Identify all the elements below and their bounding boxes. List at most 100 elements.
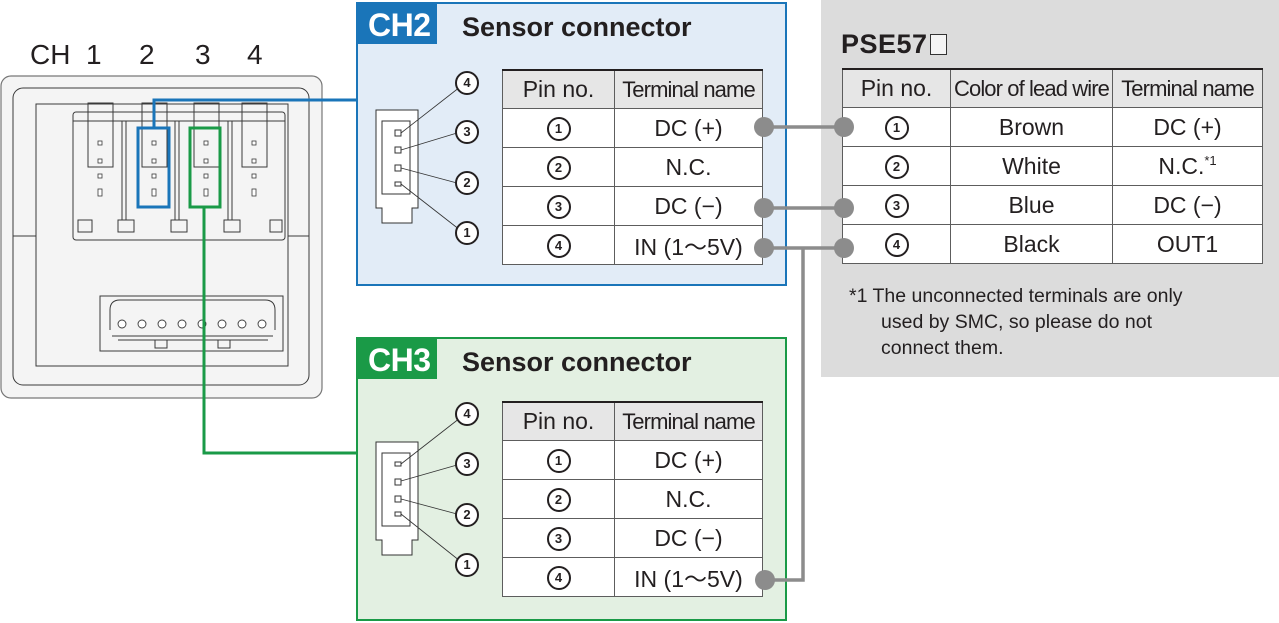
table-row: 2 N.C. [502,479,763,519]
table-row: 1 DC (+) [502,440,763,480]
lead-color-cell: White [950,146,1113,186]
table-row: 4 IN (1〜5V) [502,225,763,265]
ch3-lead-line [202,207,358,455]
terminal-dot [834,117,854,137]
socket-pin [251,188,257,197]
ch3-callout-pin-3: 3 [455,452,479,476]
table-row: 2 N.C. [502,147,763,187]
socket-pin [251,140,257,146]
header-terminal-name: Terminal name [614,401,763,441]
ch3-connector-icon [375,441,419,556]
ch3-pin-table: Pin no. Terminal name 1 DC (+) 2 N.C. 3 … [502,401,763,597]
channel-prefix-label: CH [30,39,71,70]
lower-connector-pin [177,319,187,329]
ch2-pin-callout-lines [400,86,461,231]
pin-number-badge: 1 [884,116,909,141]
ch3-callout-pin-1: 1 [455,553,479,577]
footnote-line-3: connect them. [881,337,1004,359]
terminal-dot [834,198,854,218]
footnote-line-1: The unconnected terminals are only [872,285,1183,307]
pin-number-badge: 3 [884,194,909,219]
socket-pin [151,188,157,197]
wire-terminals [754,117,854,590]
ch3-callout-pin-2: 2 [455,503,479,527]
header-pin-no: Pin no. [502,401,615,441]
table-row: 3 DC (−) [502,518,763,558]
terminal-dot [834,238,854,258]
footnote-mark: *1 [849,285,868,307]
table-row: 4 Black OUT1 [842,224,1263,264]
terminal-name-cell: IN (1〜5V) [614,225,763,265]
lower-connector [99,295,284,352]
socket-ch4 [241,102,268,168]
wires [765,125,843,582]
pin-number-badge: 2 [546,488,571,513]
pin-number-badge: 2 [884,155,909,180]
terminal-name-cell: DC (+) [614,440,763,480]
terminal-dot [754,238,774,258]
table-row: 3 Blue DC (−) [842,185,1263,225]
channel-label-4: 4 [247,39,263,70]
terminal-name-cell: DC (−) [614,518,763,558]
wire-signal-ch3 [765,248,805,582]
ch3-panel-title: Sensor connector [462,347,692,377]
table-header-row: Pin no. Color of lead wire Terminal name [842,68,1263,108]
lower-connector-pin [117,319,127,329]
device-panel [35,103,289,367]
table-header-row: Pin no. Terminal name [502,69,763,109]
lead-color-cell: Black [950,224,1113,264]
ch2-lead-line [152,98,358,128]
socket-pin [97,173,103,179]
terminal-name-cell: DC (+) [1112,107,1263,147]
socket-pin [251,173,257,179]
socket-pin [151,173,157,179]
terminal-name-text: N.C. [1158,152,1205,179]
terminal-name-cell: N.C.*1 [1112,146,1263,186]
ch2-callout-pin-2: 2 [455,171,479,195]
table-row: 1 Brown DC (+) [842,107,1263,147]
socket-pin [97,158,103,164]
socket-pin [97,188,103,197]
header-pin-no: Pin no. [502,69,615,109]
pin-number-badge: 4 [884,233,909,258]
ch2-pin-table: Pin no. Terminal name 1 DC (+) 2 N.C. 3 … [502,69,763,265]
terminal-name-cell: N.C. [614,479,763,519]
socket-pin [151,158,157,164]
socket-pin [203,140,209,146]
socket-pin [203,173,209,179]
terminal-name-cell: N.C. [614,147,763,187]
lead-color-cell: Brown [950,107,1113,147]
lower-connector-pin [137,319,147,329]
ch2-tag: CH2 [358,4,437,44]
pse57-title: PSE57 [841,27,947,61]
pin-number-badge: 3 [546,195,571,220]
pin-number-badge: 4 [546,234,571,259]
ch2-callout-pin-4: 4 [455,71,479,95]
terminal-name-cell: OUT1 [1112,224,1263,264]
socket-pin [203,188,209,197]
socket-pin [151,140,157,146]
socket-pin [251,158,257,164]
lower-connector-pin [217,319,227,329]
lower-connector-pin [257,319,267,329]
table-row: 2 White N.C.*1 [842,146,1263,186]
table-header-row: Pin no. Terminal name [502,401,763,441]
footnote-line-2: used by SMC, so please do not [881,311,1152,333]
terminal-dot [754,198,774,218]
ch3-pin-callout-lines [400,417,461,562]
ch2-panel-title: Sensor connector [462,12,692,42]
pse57-title-text: PSE57 [841,29,928,59]
lower-connector-pin [237,319,247,329]
socket-pin [97,140,103,146]
pin-number-badge: 1 [546,449,571,474]
ch3-callout-pin-4: 4 [455,402,479,426]
terminal-dot [755,570,775,590]
pin-number-badge: 2 [546,156,571,181]
header-terminal-name: Terminal name [614,69,763,109]
socket-ch1 [87,102,114,168]
header-pin-no: Pin no. [842,68,951,108]
channel-label-1: 1 [86,39,102,70]
channel-label-2: 2 [139,39,155,70]
